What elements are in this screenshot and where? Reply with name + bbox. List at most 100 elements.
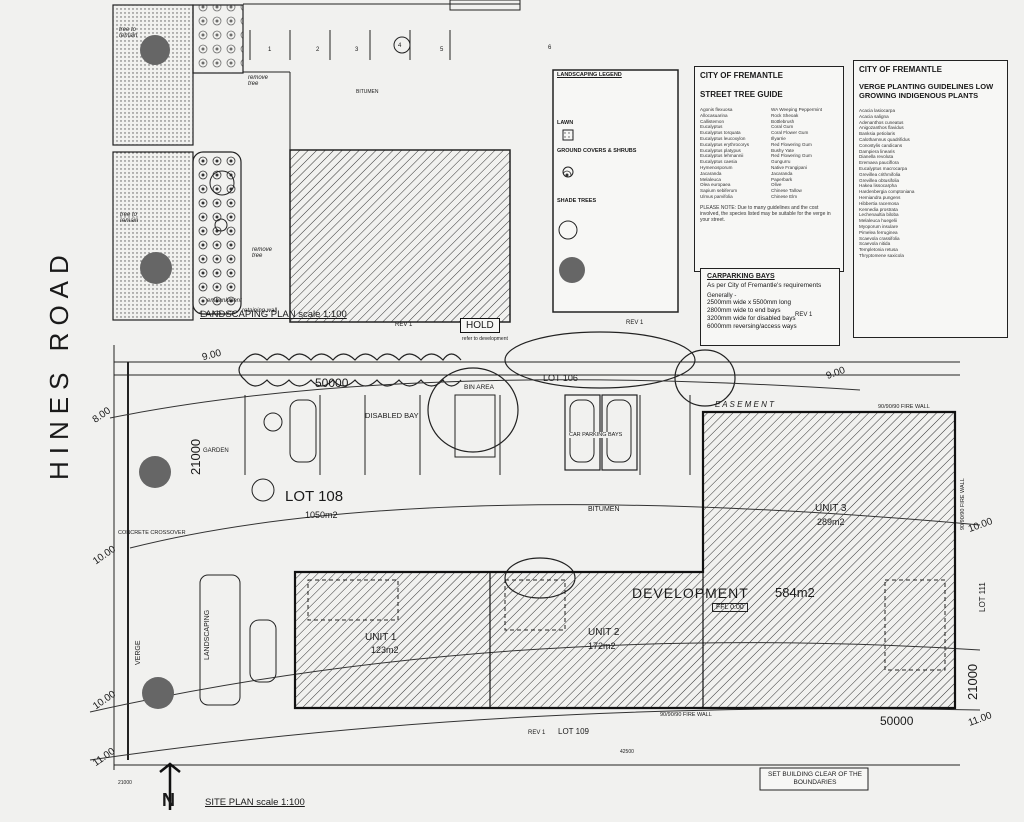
bay-number-1: 1: [268, 47, 272, 53]
verge-plant-item-3: Adenanthos cuneatus: [859, 119, 904, 125]
street-tree-botanical-item-8: Eucalyptus platypus: [700, 147, 741, 153]
carpark-line-4: 6000mm reversing/access ways: [707, 323, 797, 330]
bitumen-label: BITUMEN: [588, 506, 620, 513]
dim-front: 21000: [188, 438, 203, 475]
bay-number-6: 6: [548, 45, 552, 51]
verge-plant-item-4: Anigozanthos flavidus: [859, 125, 904, 131]
street-tree-botanical-item-15: Sapium sebiferum: [700, 188, 738, 194]
unit-2: UNIT 2: [588, 627, 620, 638]
bitumen-top: BITUMEN: [356, 89, 379, 95]
lot-106: LOT 106: [543, 373, 578, 383]
street-tree-common-item-2: Rock Sheoak: [771, 112, 799, 118]
ffl-label: FFL 0.00: [712, 603, 748, 612]
street-tree-common-item-3: Bottlebrush: [771, 118, 795, 124]
street-tree-common-item-15: Chinese Tallow: [771, 188, 802, 194]
verge-plant-item-16: Hemiandra pungens: [859, 194, 901, 200]
street-tree-common-item-1: WA Weeping Peppermint: [771, 107, 823, 112]
street-tree-botanical-item-12: Jacaranda: [700, 170, 722, 176]
verge-title: VERGE PLANTING GUIDELINES LOW GROWING IN…: [859, 82, 994, 100]
street-tree-botanical-item-1: Agonis flexuosa: [700, 107, 733, 112]
bin-area-and-parking: [199, 394, 691, 706]
retaining-wall-label: retaining wall: [242, 308, 278, 314]
street-tree-common-item-12: Jacaranda: [771, 170, 793, 176]
rev-1: REV 1: [395, 322, 413, 328]
street-tree-council: CITY OF FREMANTLE: [700, 71, 783, 80]
verge-council: CITY OF FREMANTLE: [859, 65, 942, 74]
street-tree-botanical-item-4: Eucalyptus: [700, 124, 723, 130]
easement-label: E A S E M E N T: [715, 400, 774, 409]
verge-plant-item-8: Dampiera linearis: [859, 148, 895, 154]
street-tree-title: STREET TREE GUIDE: [700, 90, 783, 99]
site-boundaries: [113, 331, 960, 770]
street-tree-botanical-item-2: Allocasuarina: [700, 112, 728, 118]
legend-shade-trees: SHADE TREES: [557, 198, 597, 204]
dim-right: 21000: [965, 663, 980, 700]
north-arrow: [159, 762, 181, 810]
verge-plant-item-26: Thryptomene saxicola: [859, 252, 904, 258]
fire-wall-top: 90/90/90 FIRE WALL: [878, 404, 930, 410]
verge-plant-item-5: Banksia petiolaris: [859, 131, 896, 137]
legend-title: LANDSCAPING LEGEND: [557, 72, 622, 78]
verge-plant-item-20: Melaleuca huegelii: [859, 218, 898, 224]
street-tree-botanical-item-3: Callistemon: [700, 118, 724, 124]
street-tree-botanical-item-6: Eucalyptus leucoxylon: [700, 135, 746, 141]
verge-plant-item-25: Templetonia retusa: [859, 247, 898, 253]
street-tree-common-item-7: Red Flowering Gum: [771, 141, 812, 147]
carparking-bays: CARPARKING BAYS As per City of Fremantle…: [700, 268, 840, 346]
carpark-subtitle: As per City of Fremantle's requirements: [707, 282, 822, 289]
street-tree-common-item-13: Paperbark: [771, 176, 793, 182]
carpark-title: CARPARKING BAYS: [707, 273, 775, 280]
street-tree-common-item-8: Bushy Yate: [771, 147, 795, 153]
street-tree-botanical-item-10: Eucalyptus caesia: [700, 159, 738, 165]
road-name: HINES ROAD: [44, 248, 74, 480]
car-parking-bays-label: CAR PARKING BAYS: [569, 432, 623, 438]
verge-plant-item-14: Hakea lissocarpha: [859, 183, 897, 189]
street-tree-botanical-item-5: Eucalyptus torquata: [700, 130, 741, 136]
verge-plant-item-22: Pimelea ferruginea: [859, 229, 898, 235]
carpark-line-3: 3200mm wide for disabled bays: [707, 315, 796, 322]
garden-label: GARDEN: [203, 448, 229, 454]
development-area: 584m2: [775, 585, 815, 600]
street-tree-common-item-5: Coral Flower Gum: [771, 130, 809, 136]
unit-1-area: 123m2: [371, 645, 399, 655]
verge-plant-item-7: Conostylis candicans: [859, 142, 903, 148]
verge-planting-guide: CITY OF FREMANTLE VERGE PLANTING GUIDELI…: [853, 60, 1008, 338]
north-label: N: [162, 790, 175, 810]
remove-tree-2: remove tree: [252, 247, 273, 259]
verge-plant-item-9: Dianella revoluta: [859, 154, 894, 160]
lot-111: LOT 111: [978, 582, 987, 612]
verge-plant-item-15: Hardenbergia comptoniana: [859, 189, 915, 195]
street-tree-botanical-item-7: Eucalyptus erythrocorys: [700, 141, 750, 147]
tree-to-remain-1: tree to remain: [119, 27, 138, 39]
site-plan-title: SITE PLAN scale 1:100: [205, 797, 305, 808]
street-tree-botanical-item-13: Melaleuca: [700, 176, 721, 182]
tree-remain-2: [142, 677, 174, 709]
landscaping-plan: [112, 0, 521, 323]
fire-wall-bottom: 90/90/90 FIRE WALL: [660, 712, 712, 718]
carpark-line-2: 2800mm wide to end bays: [707, 307, 781, 314]
street-tree-common-item-4: Coral Gum: [771, 124, 794, 130]
street-tree-botanical-item-9: Eucalyptus lehmannii: [700, 153, 744, 159]
landscaping-legend: LANDSCAPING LEGEND LAWN GROUND COVERS & …: [557, 72, 675, 204]
tree-remain-1: [139, 456, 171, 488]
unit-2-area: 172m2: [588, 641, 616, 651]
unit-1: UNIT 1: [365, 632, 397, 643]
verge-plant-item-24: Scaevola nitida: [859, 241, 891, 247]
legend-lawn: LAWN: [557, 120, 574, 126]
bay-number-5: 5: [440, 47, 444, 53]
development-label: DEVELOPMENT: [632, 585, 749, 601]
set-building-note: SET BUILDING CLEAR OF THE BOUNDARIES: [767, 771, 863, 786]
dim-bottom-setback: 42500: [620, 749, 634, 755]
street-tree-common-item-6: Illyarrie: [771, 135, 786, 141]
verge-plant-item-21: Myoporum insulare: [859, 223, 899, 229]
rev-2: REV 1: [626, 320, 644, 326]
lot-108-area: 1050m2: [305, 510, 338, 520]
rev-4: REV 1: [528, 730, 546, 736]
verge-plant-item-17: Hibbertia racemosa: [859, 200, 899, 206]
street-tree-botanical-item-14: Olea europaea: [700, 182, 731, 188]
